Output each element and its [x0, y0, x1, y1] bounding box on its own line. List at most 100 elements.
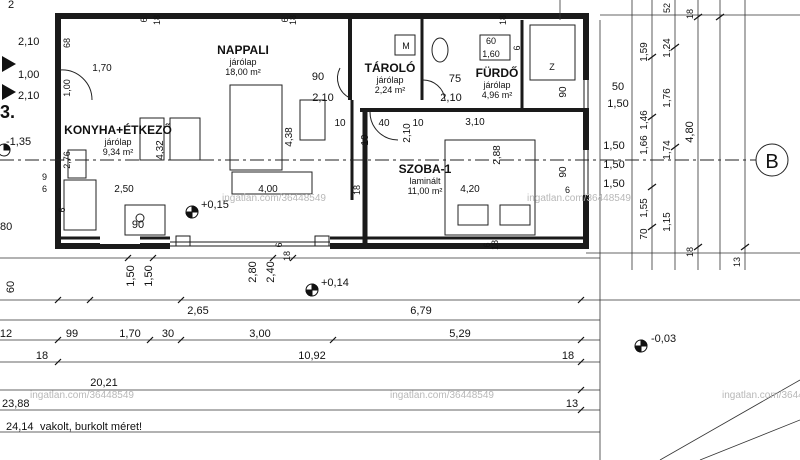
dim-small: 18 [152, 15, 162, 25]
dim-small: 6 [512, 45, 522, 50]
dim-window-sill: 50 [612, 81, 624, 93]
left-dim: 2,10 [18, 90, 39, 102]
dim-small: 6 [274, 242, 284, 247]
bottom-dim: 13 [566, 398, 578, 410]
right-dim: 1,74 [662, 140, 673, 160]
window-gap [170, 240, 330, 250]
bed [444, 139, 536, 236]
right-dim: 1,15 [662, 212, 673, 232]
room-name-taroló: TÁROLÓ [365, 60, 416, 75]
pillow [499, 204, 531, 226]
room-area-szoba: 11,00 m² [408, 186, 443, 196]
left-dim: 60 [5, 281, 17, 293]
tv-unit [299, 99, 326, 141]
dim-window-height: 1,50 [603, 159, 624, 171]
washing-machine-label: M [402, 41, 410, 51]
dim-wall: 10 [334, 118, 346, 129]
right-dim: 4,80 [684, 121, 696, 142]
dim-door-width: 40 [378, 118, 390, 129]
room-floor-nappali: járólap [228, 57, 256, 67]
left-section-number: 3. [0, 102, 15, 122]
dimension-ticks [54, 13, 750, 414]
bottom-dim: 99 [66, 328, 78, 340]
dim-door-width: 75 [449, 73, 461, 85]
dim-window-bottom: 1,50 [125, 265, 137, 286]
elevation-value: +0,14 [321, 277, 349, 289]
dim-window-height: 1,50 [607, 98, 628, 110]
watermark: ingatlan.com/36448549 [722, 390, 800, 401]
bath-label: Z [549, 62, 555, 72]
bottom-dim: 30 [162, 328, 174, 340]
bottom-dim: 18 [36, 350, 48, 362]
door-swing [337, 67, 351, 99]
door-swing [369, 111, 399, 141]
room-floor-furdo: járólap [482, 80, 510, 90]
dim-window-bottom: 2,80 [247, 261, 259, 282]
section-arrow-icon [2, 56, 16, 72]
dim-konyha-depth: 4,32 [155, 140, 166, 160]
dim-nappali-width: 4,00 [258, 184, 278, 195]
right-dim: 18 [685, 9, 695, 19]
dim-konyha-width: 2,50 [114, 184, 134, 195]
dim-window-height: 1,50 [603, 178, 624, 190]
kitchen-counter [63, 179, 97, 231]
dim-small: 9 [42, 172, 47, 182]
bottom-dim: 23,88 [2, 398, 30, 410]
dim-nappali-depth: 4,38 [284, 127, 295, 147]
left-dim: 1,00 [18, 69, 39, 81]
dim-small: 6 [565, 185, 570, 195]
dim-konyha-small: 2,76 [62, 151, 72, 169]
elevation-markers [0, 143, 648, 353]
room-floor-konyha: járólap [103, 137, 131, 147]
dim-small: 6 [57, 207, 67, 212]
window-gap [100, 236, 140, 244]
dim-small: 1,70 [92, 63, 112, 74]
watermark: ingatlan.com/36448549 [222, 193, 326, 204]
stove [67, 149, 87, 179]
bottom-dim: 3,00 [249, 328, 270, 340]
dim-window-bottom: 2,40 [265, 261, 277, 282]
right-dim: 18 [685, 247, 695, 257]
dim-small: 6 [482, 242, 492, 247]
dim-small: 6 [139, 17, 149, 22]
bottom-dim: 5,29 [449, 328, 470, 340]
dim-szoba-inner: 2,88 [492, 145, 503, 165]
right-dim: 52 [662, 3, 672, 13]
watermark: ingatlan.com/36448549 [527, 193, 631, 204]
right-dim: 13 [732, 257, 742, 267]
room-area-nappali: 18,00 m² [225, 67, 261, 77]
pillow [457, 204, 489, 226]
left-dim: 2 [8, 0, 14, 11]
dim-window-width: 90 [558, 86, 569, 98]
elevation-value: -0,03 [651, 333, 676, 345]
room-floor-taroló: járólap [375, 75, 403, 85]
sofa [231, 171, 313, 195]
bottom-dim: 20,21 [90, 377, 118, 389]
bottom-dim: 18 [562, 350, 574, 362]
room-area-konyha: 9,34 m² [103, 147, 134, 157]
kitchen-sink [124, 204, 166, 236]
room-area-furdo: 4,96 m² [482, 90, 513, 100]
bottom-dim: 1,70 [119, 328, 140, 340]
chairs [169, 117, 201, 161]
right-dim: 1,76 [662, 88, 673, 108]
bottom-dim: 12 [0, 328, 12, 340]
dim-szoba-depth: 4,20 [460, 184, 480, 195]
dim-small: 60 [486, 36, 496, 46]
right-dim: 1,46 [639, 110, 650, 130]
bottom-dim: 24,14 [6, 421, 34, 433]
left-dim: 80 [0, 221, 12, 233]
dim-door-height: 2,10 [402, 123, 413, 143]
section-arrow-icon [2, 84, 16, 100]
room-name-konyha: KONYHA+ÉTKEZŐ [64, 122, 172, 137]
dim-small: 6 [280, 17, 290, 22]
left-elevation: -1,35 [6, 136, 31, 148]
sink-basin [135, 213, 145, 223]
dim-door-height: 2,10 [312, 92, 333, 104]
dim-small: 68 [62, 38, 72, 48]
dim-door-width: 90 [312, 71, 324, 83]
elevation-value: +0,15 [201, 199, 229, 211]
right-dim: 1,55 [639, 198, 650, 218]
bottom-dim: 6,79 [410, 305, 431, 317]
